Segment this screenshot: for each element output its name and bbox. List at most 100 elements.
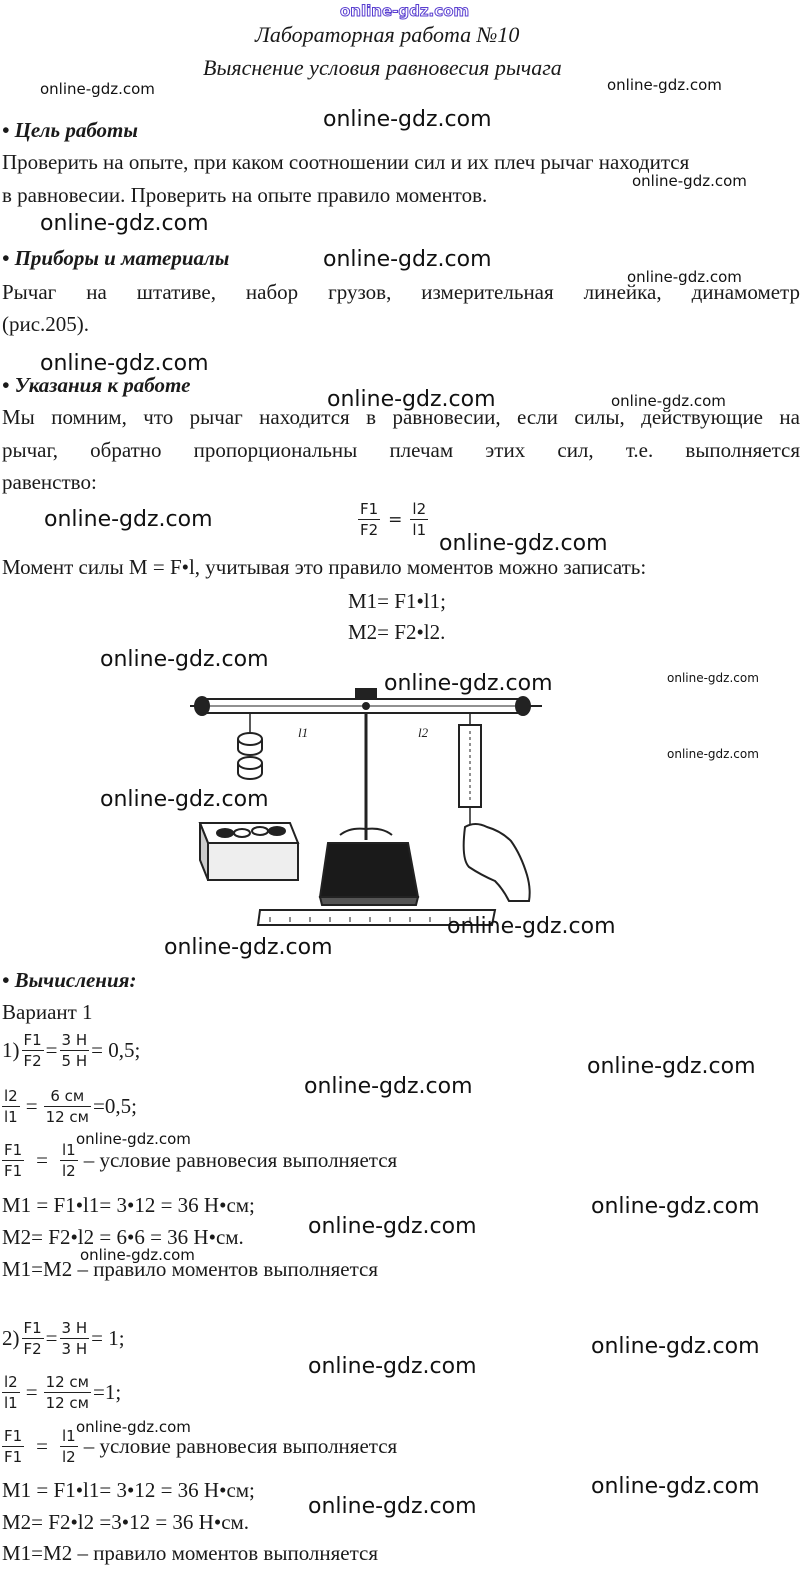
numerator: l2	[2, 1086, 20, 1108]
v2-conclusion: M1=M2 – правило моментов выполняется	[2, 1541, 379, 1565]
watermark: online-gdz.com	[304, 1074, 473, 1099]
moment-definition-line: Момент силы M = F•l, учитывая это правил…	[2, 555, 647, 579]
denominator: F2	[23, 1052, 42, 1071]
section-instructions-heading: • Указания к работе	[2, 373, 191, 397]
watermark: online-gdz.com	[76, 1418, 191, 1436]
v2-moment-1: M1 = F1•l1= 3•12 = 36 Н•см;	[2, 1478, 255, 1502]
denominator: F2	[23, 1340, 42, 1359]
instructions-line-2: рычаг, обратно пропорциональны плечам эт…	[2, 438, 800, 462]
watermark: online-gdz.com	[384, 671, 553, 696]
arm-label-l1: l1	[298, 725, 308, 740]
numerator: l1	[60, 1426, 78, 1448]
numerator: 3 Н	[59, 1318, 90, 1340]
watermark: online-gdz.com	[632, 172, 747, 190]
watermark: online-gdz.com	[40, 211, 209, 236]
instructions-line-3: равенство:	[2, 470, 97, 494]
ruler	[256, 909, 497, 926]
fraction-numerator: l2	[410, 499, 429, 521]
watermark: online-gdz.com	[587, 1054, 756, 1079]
weight-upper	[237, 732, 263, 746]
numerator: F1	[21, 1030, 44, 1052]
numerator: 3 Н	[59, 1030, 90, 1052]
numerator: F1	[2, 1426, 25, 1448]
item-number: 2)	[2, 1326, 20, 1351]
condition-text: – условие равновесия выполняется	[83, 1434, 398, 1459]
denominator: F1	[4, 1162, 23, 1181]
goal-text-line-2: в равновесии. Проверить на опыте правило…	[2, 183, 488, 207]
result: =0,5;	[92, 1094, 137, 1119]
v2-moment-2: M2= F2•l2 =3•12 = 36 Н•см.	[2, 1510, 250, 1534]
denominator: F1	[4, 1448, 23, 1467]
fraction-forces: F1 F2	[358, 499, 381, 541]
v1-moment-2: M2= F2•l2 = 6•6 = 36 Н•см.	[2, 1225, 244, 1249]
page-subtitle: Выяснение условия равновесия рычага	[203, 55, 562, 80]
equals-sign: =	[25, 1380, 38, 1405]
lever-apparatus-figure: l1 l2	[190, 688, 542, 926]
watermark: online-gdz.com	[447, 914, 616, 939]
fraction-denominator: F2	[360, 521, 379, 540]
result: = 1;	[91, 1326, 125, 1351]
arm-label-l2: l2	[418, 725, 429, 740]
pivot-clamp	[355, 688, 377, 700]
denominator: 12 см	[45, 1108, 89, 1127]
watermark: online-gdz.com	[667, 671, 759, 685]
watermark: online-gdz.com	[607, 76, 722, 94]
base-clamp	[339, 827, 393, 836]
watermark: online-gdz.com	[308, 1214, 477, 1239]
result: =1;	[92, 1380, 122, 1405]
lever-end-knob-left	[194, 696, 210, 716]
watermark: online-gdz.com	[40, 351, 209, 376]
materials-text-line-2: (рис.205).	[2, 312, 90, 336]
weight-lower	[237, 756, 263, 770]
page-title: Лабораторная работа №10	[255, 22, 520, 47]
v1-moment-1: M1 = F1•l1= 3•12 = 36 Н•см;	[2, 1193, 255, 1217]
fraction-arms: l2 l1	[410, 499, 429, 541]
denominator: l2	[62, 1162, 76, 1181]
equals-sign: =	[45, 1038, 58, 1063]
section-calc-heading: • Вычисления:	[2, 968, 137, 992]
watermark: online-gdz.com	[76, 1130, 191, 1148]
watermark: online-gdz.com	[308, 1354, 477, 1379]
condition-text: – условие равновесия выполняется	[83, 1148, 398, 1173]
equals-sign: =	[36, 1148, 49, 1173]
equals-sign: =	[45, 1326, 58, 1351]
lever-end-knob-right	[515, 696, 531, 716]
watermark: online-gdz.com	[591, 1194, 760, 1219]
instructions-line-1: Мы помним, что рычаг находится в равнове…	[2, 405, 800, 429]
fraction-denominator: l1	[412, 521, 427, 540]
stand-base	[318, 842, 420, 898]
watermark: online-gdz.com	[627, 268, 742, 286]
watermark: online-gdz.com	[323, 247, 492, 272]
fraction-numerator: F1	[358, 499, 381, 521]
equals-sign: =	[36, 1434, 49, 1459]
numerator: l1	[60, 1140, 78, 1162]
site-logo: online-gdz.com	[339, 2, 470, 21]
section-goal-heading: • Цель работы	[2, 118, 138, 142]
watermark: online-gdz.com	[591, 1334, 760, 1359]
numerator: F1	[2, 1140, 25, 1162]
moment-formula-1: M1= F1•l1;	[348, 589, 446, 613]
result: = 0,5;	[91, 1038, 141, 1063]
equals-sign: =	[388, 509, 403, 530]
numerator: l2	[2, 1372, 20, 1394]
variant-label: Вариант 1	[2, 1000, 93, 1024]
section-materials-heading: • Приборы и материалы	[2, 246, 230, 270]
denominator: 12 см	[45, 1394, 89, 1413]
watermark: online-gdz.com	[100, 647, 269, 672]
watermark: online-gdz.com	[323, 107, 492, 132]
